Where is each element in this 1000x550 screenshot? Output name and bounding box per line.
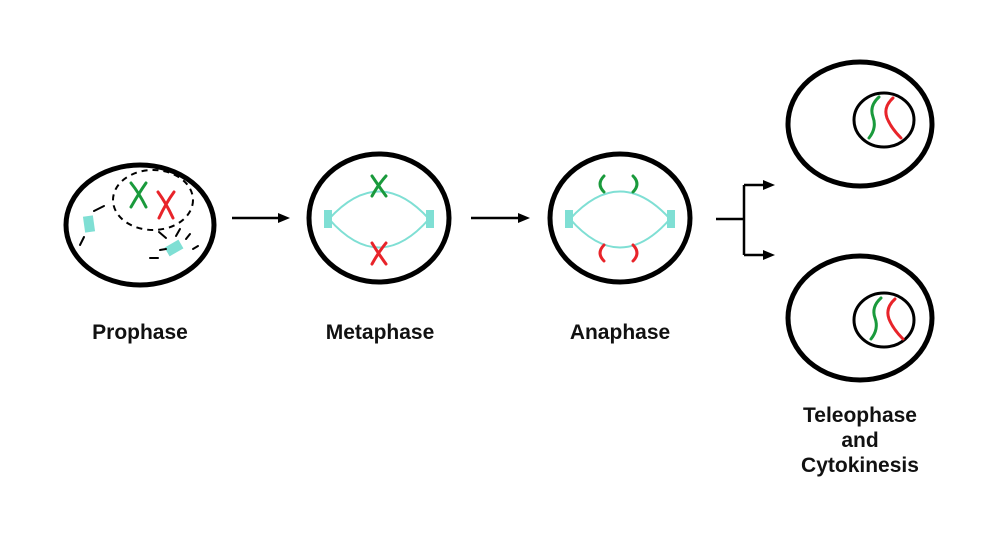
- daughter-cell-lower-nucleus: [852, 291, 916, 349]
- anaphase-spindle-lower: [569, 218, 671, 249]
- prophase-centrosome-left: [82, 215, 96, 233]
- anaphase-cell-membrane: [547, 151, 693, 285]
- prophase-green-chromosome: [129, 181, 148, 209]
- metaphase-centrosome-left: [324, 210, 332, 228]
- metaphase-centrosome-right: [426, 210, 434, 228]
- anaphase-green-chromatids: [598, 174, 639, 194]
- daughter-cell-upper-green-chromosome: [867, 95, 881, 140]
- metaphase-spindle-lower: [328, 218, 430, 249]
- daughter-cell-upper-red-chromosome: [884, 96, 903, 140]
- prophase-nuclear-envelope: [112, 169, 194, 231]
- prophase-centrosome-right: [164, 239, 184, 257]
- anaphase-centrosome-left: [565, 210, 573, 228]
- prophase-red-chromosome: [156, 190, 176, 220]
- daughter-cell-lower: [785, 253, 935, 383]
- arrow-head-upper: [763, 180, 775, 190]
- prophase-label: Prophase: [92, 321, 188, 344]
- arrow-anaphase-to-telophase: [716, 183, 763, 257]
- anaphase-centrosome-right: [667, 210, 675, 228]
- telophase-label-line2: and: [841, 429, 879, 452]
- telophase-label-line3: Cytokinesis: [801, 454, 919, 477]
- prophase-cell: [63, 162, 217, 288]
- metaphase-green-chromosome: [370, 174, 388, 198]
- arrow-metaphase-to-anaphase: [471, 213, 530, 223]
- anaphase-red-chromatids: [598, 243, 639, 263]
- telophase-label: Teleophase and Cytokinesis: [760, 403, 960, 478]
- daughter-cell-lower-red-chromosome: [886, 297, 905, 341]
- prophase-spindle-fibers: [79, 205, 199, 259]
- anaphase-cell: [547, 151, 693, 285]
- daughter-cell-upper-nucleus: [852, 91, 916, 149]
- arrow-prophase-to-metaphase: [232, 213, 290, 223]
- daughter-cell-lower-membrane: [785, 253, 935, 383]
- metaphase-cell-membrane: [306, 151, 452, 285]
- metaphase-red-chromosome: [370, 241, 388, 266]
- prophase-cell-membrane: [63, 162, 217, 288]
- daughter-cell-upper-membrane: [785, 59, 935, 189]
- metaphase-label: Metaphase: [325, 321, 435, 344]
- daughter-cell-upper: [785, 59, 935, 189]
- anaphase-label: Anaphase: [569, 321, 671, 344]
- metaphase-spindle-upper: [328, 190, 430, 220]
- arrow-head-lower: [763, 250, 775, 260]
- telophase-label-line1: Teleophase: [803, 404, 917, 427]
- metaphase-cell: [306, 151, 452, 285]
- daughter-cell-lower-green-chromosome: [869, 296, 883, 341]
- anaphase-spindle-upper: [569, 190, 671, 220]
